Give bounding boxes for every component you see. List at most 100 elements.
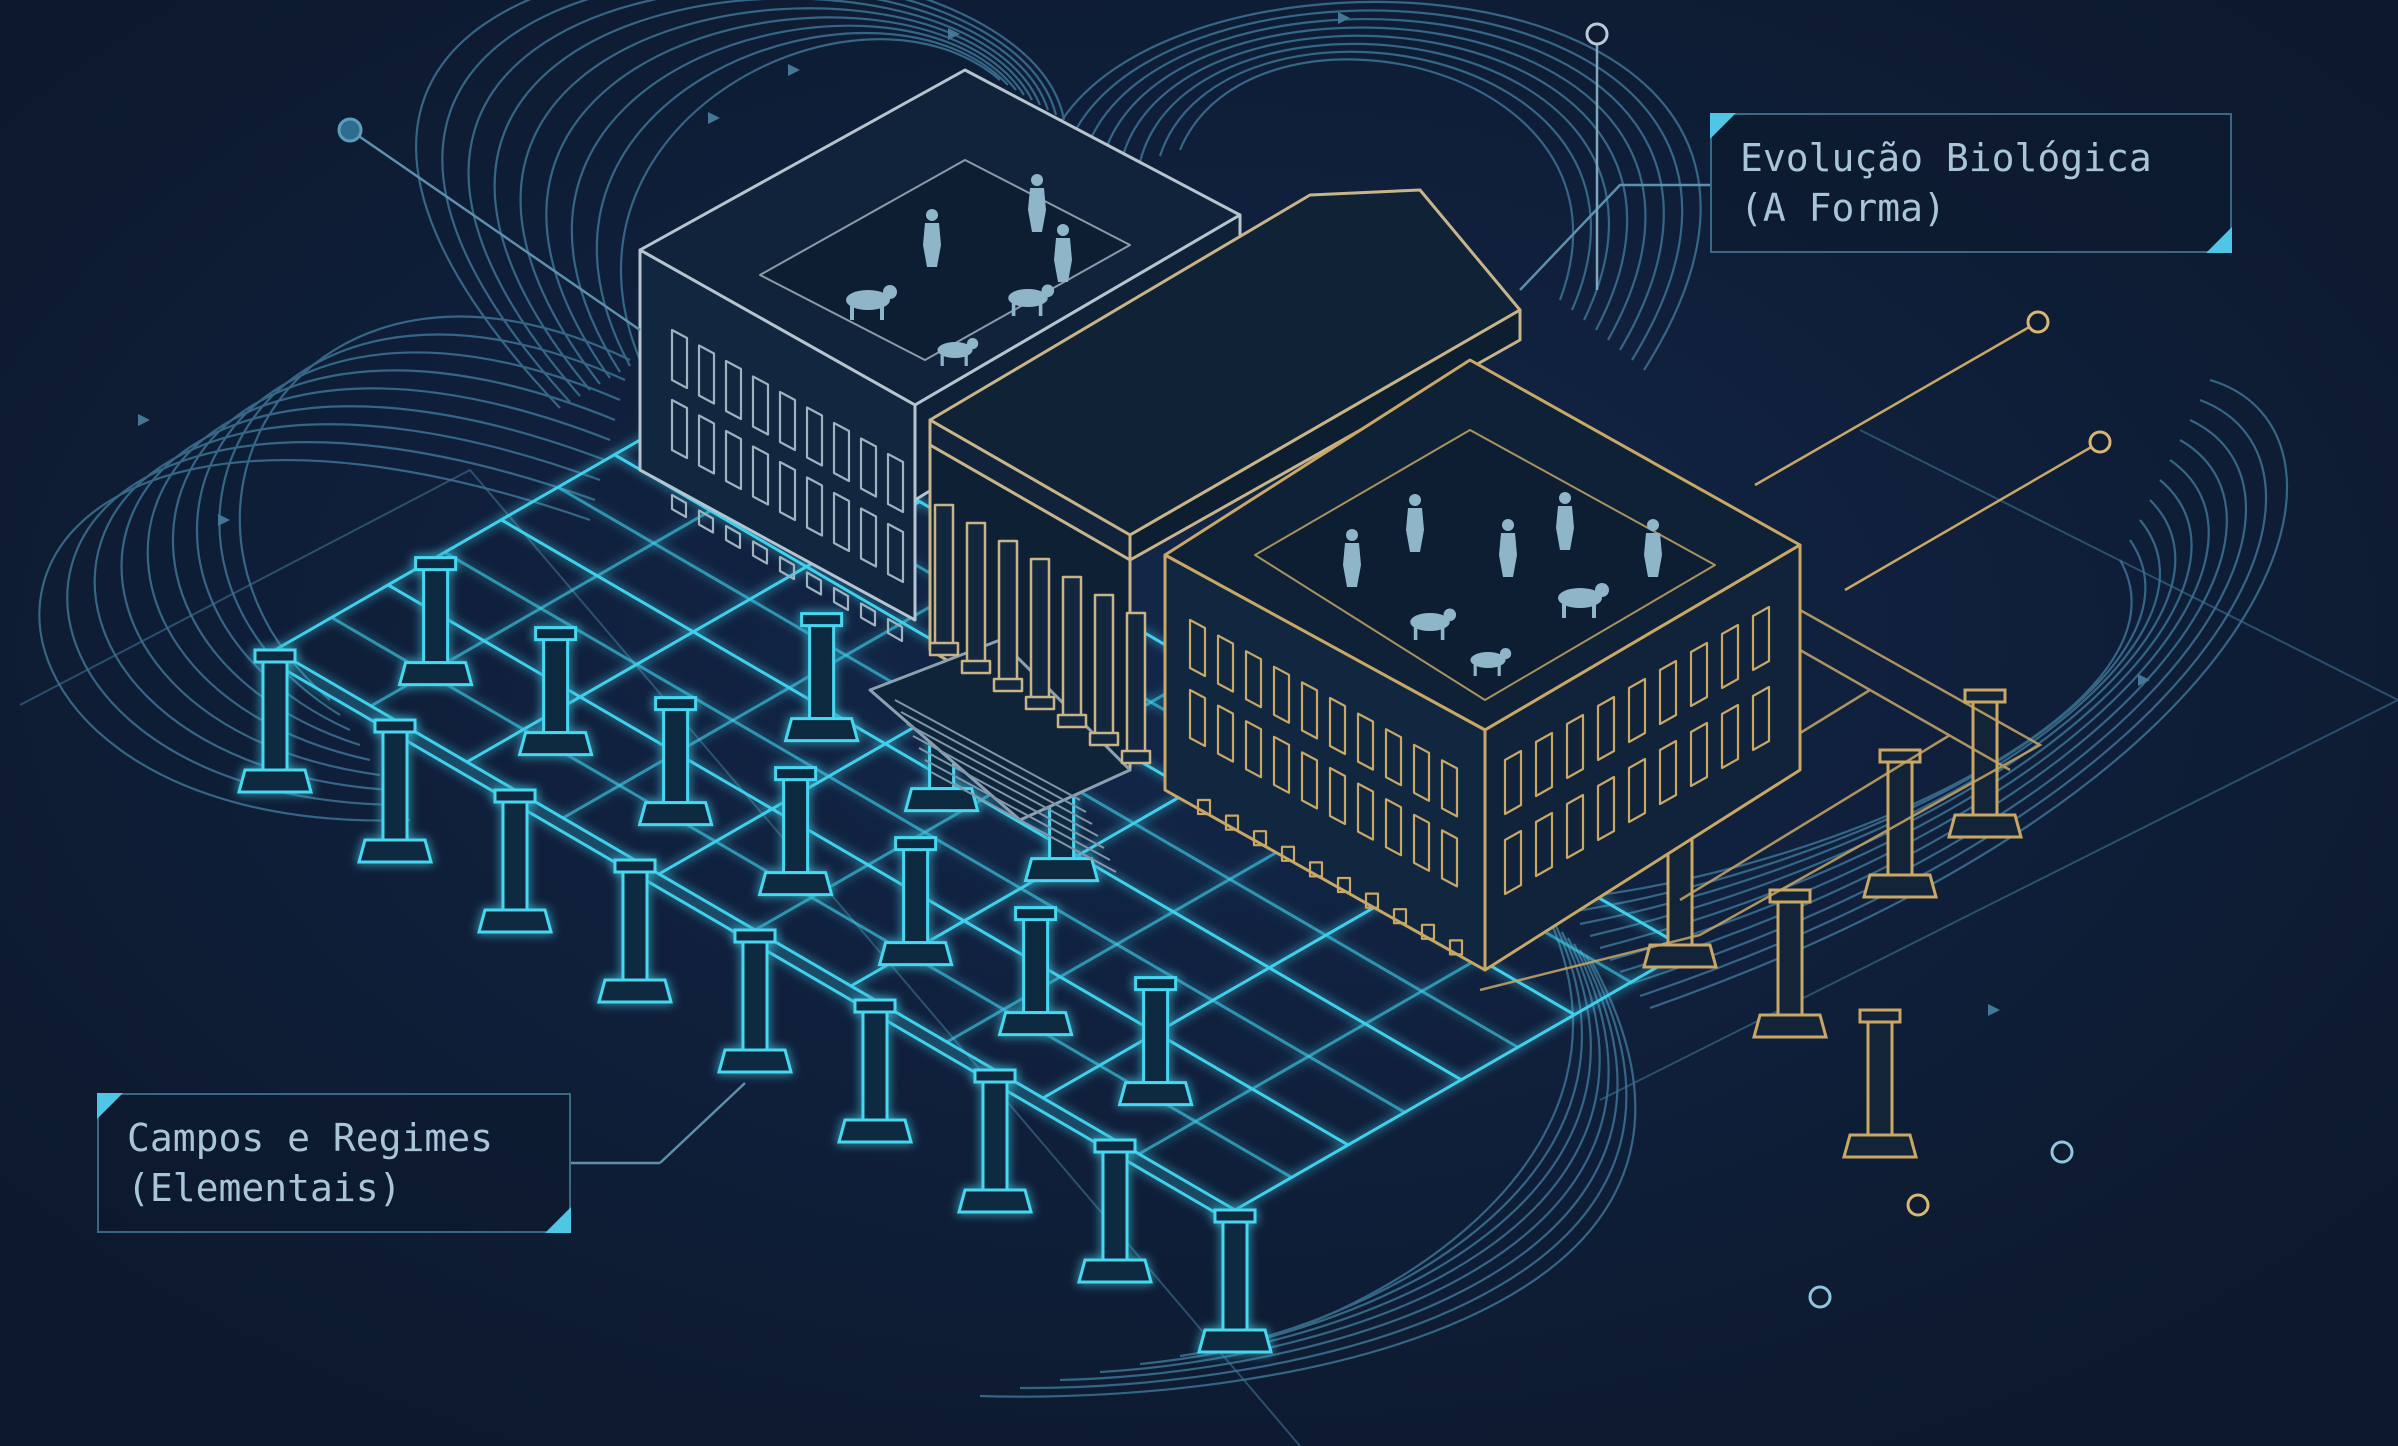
stair-step	[924, 759, 1111, 861]
field-line	[1619, 439, 2228, 974]
callout-title: Evolução Biológica	[1740, 136, 2152, 180]
portico-column-base	[928, 641, 960, 657]
window	[886, 452, 905, 514]
window	[886, 522, 905, 584]
column-base	[1862, 873, 1938, 899]
window	[724, 524, 742, 550]
field-line	[1059, 949, 1619, 1382]
animal-leg	[1413, 627, 1418, 640]
person-head	[1031, 174, 1043, 186]
animal-leg	[1497, 664, 1501, 676]
window	[1503, 829, 1523, 896]
window	[1751, 685, 1771, 752]
window	[1720, 703, 1740, 770]
node-marker-icon	[2088, 430, 2112, 454]
field-line	[493, 0, 1042, 391]
grid-line	[443, 551, 1406, 1114]
column-shaft	[741, 938, 769, 1052]
column-shaft	[1101, 1148, 1129, 1262]
arrow-icon	[1988, 1004, 2000, 1016]
stair-step	[930, 771, 1117, 873]
arrow-icon	[788, 64, 800, 76]
animal-head	[1041, 284, 1055, 298]
field-line	[171, 369, 616, 747]
column	[357, 718, 433, 864]
person-body	[1499, 533, 1517, 577]
column-capital	[534, 626, 578, 642]
left-wing-windows	[670, 328, 905, 643]
column-shaft	[501, 798, 529, 912]
window	[1356, 712, 1375, 771]
animal-leg	[1473, 664, 1477, 676]
field-line	[93, 423, 601, 792]
arrow-icon	[2138, 674, 2150, 686]
window	[805, 476, 824, 537]
column-shaft	[861, 1008, 889, 1122]
window	[1188, 688, 1207, 748]
animal-icon	[1008, 284, 1055, 316]
field-line	[595, 31, 1009, 367]
column-capital	[1014, 906, 1058, 922]
window	[1272, 735, 1291, 794]
column-capital	[1963, 688, 2007, 704]
window	[1328, 696, 1347, 756]
person-body	[1406, 508, 1424, 552]
node-marker-icon	[337, 117, 363, 143]
column-base	[237, 768, 313, 794]
callout-evolucao-biologica: Evolução Biológica (A Forma)	[1710, 113, 2232, 253]
window	[1596, 775, 1616, 842]
portico-column-base	[1120, 749, 1152, 765]
field-line	[218, 333, 626, 716]
window	[1658, 739, 1678, 806]
arrow-icon	[1338, 12, 1350, 24]
window	[724, 359, 743, 421]
field-line	[979, 961, 1637, 1398]
stair-step	[906, 723, 1093, 825]
animal-head	[1500, 648, 1512, 660]
animal-body	[1558, 588, 1602, 608]
stair-step	[918, 747, 1105, 849]
window	[1392, 908, 1408, 925]
animal-body	[1470, 652, 1506, 668]
animal-leg	[1440, 627, 1445, 640]
portico-column-base	[960, 659, 992, 675]
field-line	[415, 0, 1066, 409]
column-capital	[1134, 976, 1178, 992]
field-line	[1579, 519, 2162, 926]
window	[1216, 704, 1235, 763]
portico-column	[1093, 593, 1115, 737]
window	[1751, 605, 1771, 672]
window	[1420, 923, 1436, 940]
person-icon	[923, 209, 941, 267]
column-shaft	[621, 868, 649, 982]
animal-head	[1443, 608, 1457, 622]
human-and-animal-silhouettes	[846, 174, 1662, 676]
animal-icon	[846, 285, 897, 320]
column-capital	[853, 998, 897, 1014]
window	[1308, 861, 1324, 878]
column-shaft	[902, 846, 930, 945]
window	[1252, 830, 1268, 847]
column-base	[957, 1188, 1033, 1214]
gold-grid-line	[1799, 648, 2011, 772]
column	[1862, 748, 1938, 899]
person-body	[1556, 506, 1574, 550]
window	[859, 507, 878, 568]
portico-column	[997, 539, 1019, 683]
window	[724, 429, 743, 491]
window	[1364, 892, 1380, 909]
window	[778, 460, 797, 522]
window	[1534, 811, 1554, 878]
person-body	[923, 223, 941, 267]
column-base	[783, 717, 860, 743]
portico-column-base	[1056, 713, 1088, 729]
person-head	[1346, 529, 1358, 541]
person-head	[1409, 494, 1421, 506]
field-line	[1019, 955, 1628, 1390]
window	[697, 344, 716, 405]
window	[670, 493, 688, 519]
portico-column	[1061, 575, 1083, 719]
column-shaft	[808, 622, 836, 721]
animal-leg	[1562, 604, 1566, 618]
animal-leg	[880, 306, 884, 320]
